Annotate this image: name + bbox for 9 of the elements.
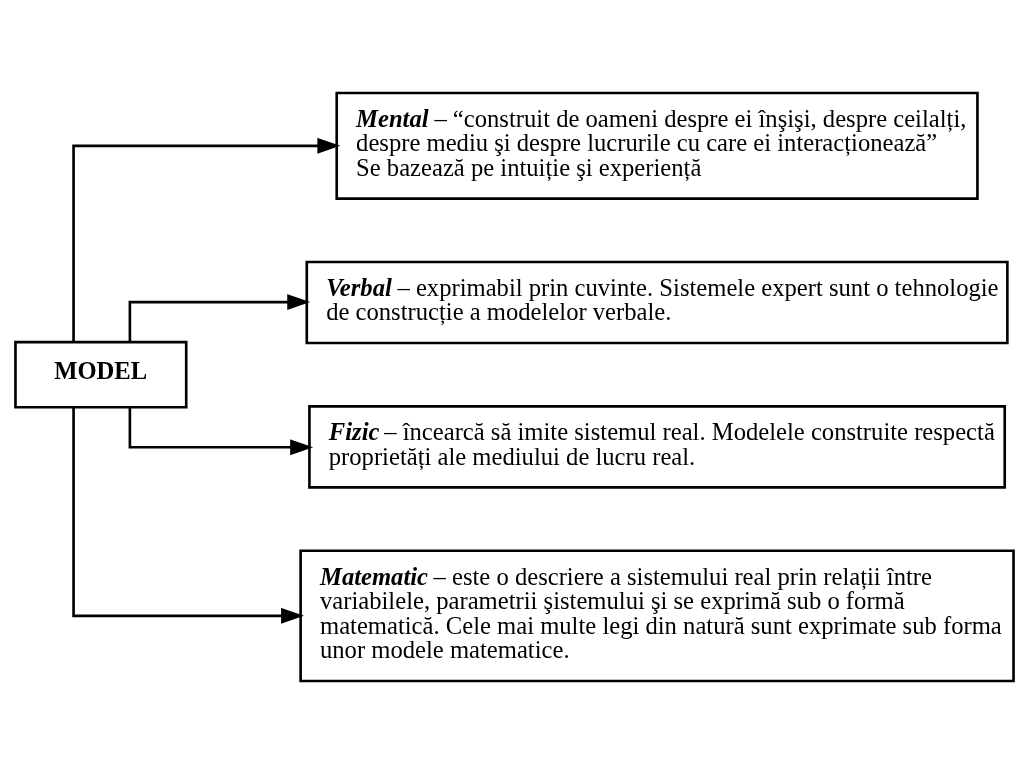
node-box: Matematic – este o descriere a sistemului real prin relații între variabilele, parametrii şistemului şi se exprimă sub o formă matematică. Cele mai multe legi din natură sunt exprimate sub forma unor modele matematice. <box>299 549 1015 683</box>
node-box: Mental – “construit de oameni despre ei înşişi, despre ceilalți, despre mediu şi despre lucrurile cu care ei interacționează” Se bazează pe intuiție şi experiență <box>335 91 979 200</box>
node-box: Verbal – exprimabil prin cuvinte. Sistemele expert sunt o tehnologie de construcție a modelelor verbale. <box>305 260 1009 345</box>
arrow <box>72 137 341 342</box>
node-box: MODEL <box>14 340 188 409</box>
arrow <box>128 294 311 342</box>
node-box: Fizic – încearcă să imite sistemul real. Modelele construite respectă proprietăți ale mediului de lucru real. <box>308 405 1007 489</box>
arrow <box>72 407 304 624</box>
arrow <box>128 407 314 456</box>
